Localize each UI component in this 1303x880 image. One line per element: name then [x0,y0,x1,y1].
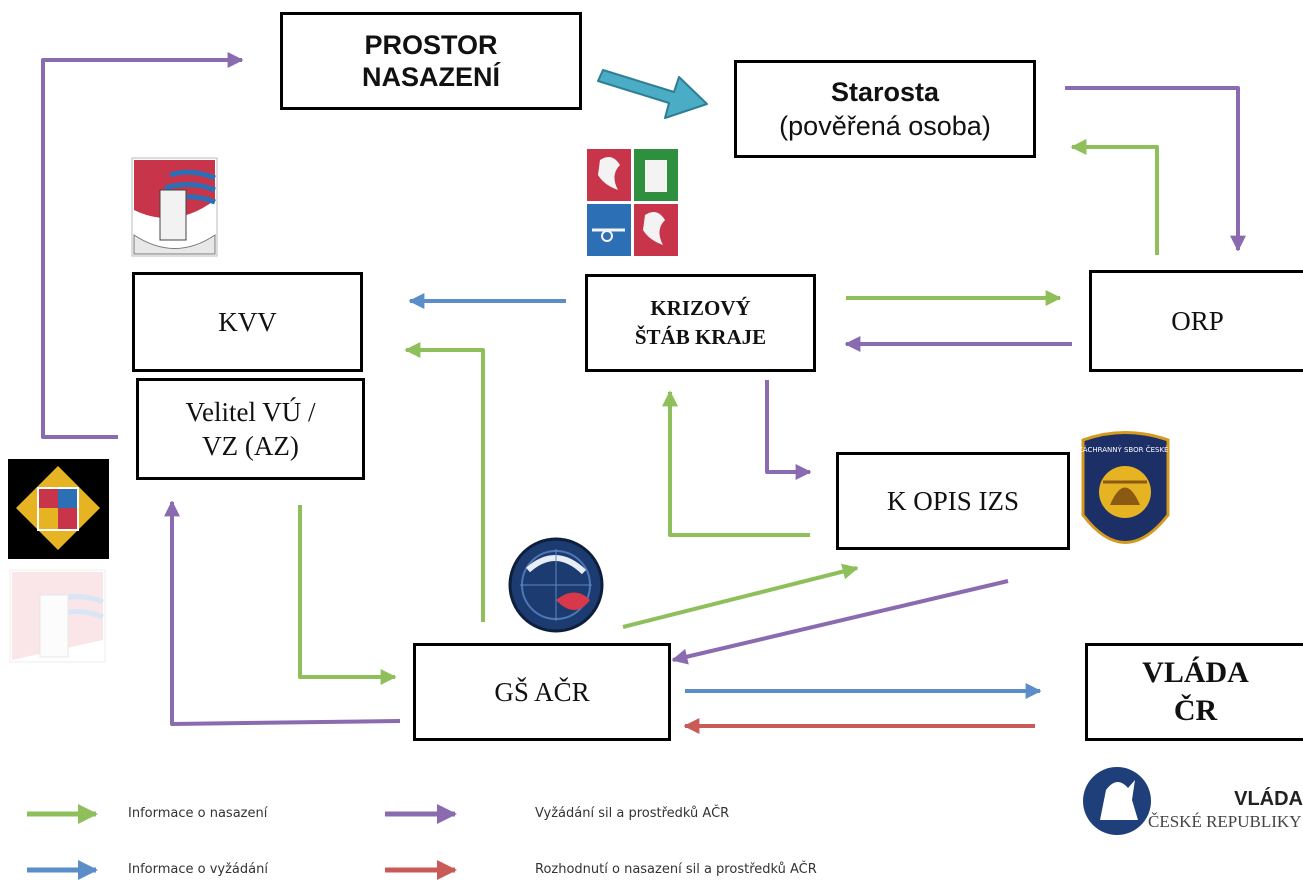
krizovy-stab-kraje-box: KRIZOVÝ ŠTÁB KRAJE [585,274,816,372]
arrow-gs-to-kopis [622,563,859,629]
arrow-krizovy-to-kopis [765,380,812,480]
arrow-kopis-to-gs [671,579,1009,665]
czech-government-lion-icon [1083,767,1151,835]
vlada-line2: ČR [1173,694,1218,727]
big-teal-arrow [597,69,708,119]
velitel-box: Velitel VÚ / VZ (AZ) [136,378,365,480]
hzs-top-text: HASIČSKÝ ZÁCHRANNÝ SBOR ČESKÉ REPUBLIKY [1041,445,1209,454]
prostor-line2: NASAZENÍ [361,62,500,92]
starosta-line1: Starosta [830,77,940,107]
vlada-line1: VLÁDA [1142,656,1249,689]
kvv-label: KVV [218,306,277,337]
government-logo-subtitle: ČESKÉ REPUBLIKY [1148,812,1302,831]
starosta-line2: (pověřená osoba) [779,111,991,141]
k-opis-izs-box: K OPIS IZS [836,452,1070,550]
legend-label-rozhodnuti: Rozhodnutí o nasazení sil a prostředků A… [535,862,817,877]
arrow-gs-to-kvv [404,342,485,622]
arrow-kopis-to-krizovy [662,390,810,537]
gs-label: GŠ AČR [494,676,590,707]
gs-acr-box: GŠ AČR [413,643,671,741]
velitel-line2: VZ (AZ) [202,431,299,461]
krizovy-line2: ŠTÁB KRAJE [634,325,767,349]
orp-label: ORP [1171,305,1224,336]
arrow-gs-to-velitel [164,500,401,726]
legend-label-informace-o-vyzadani: Informace o vyžádání [128,862,268,877]
legend-swatches [27,804,457,880]
kopis-label: K OPIS IZS [886,485,1020,516]
fire-rescue-service-emblem-icon: HASIČSKÝ ZÁCHRANNÝ SBOR ČESKÉ REPUBLIKY [1041,431,1209,544]
government-logo-title: VLÁDA [1234,788,1303,810]
krizovy-line1: KRIZOVÝ [650,296,751,320]
velitel-line1: Velitel VÚ / [185,397,316,427]
kvv-box: KVV [132,272,363,372]
orp-box: ORP [1089,270,1303,372]
prostor-nasazeni-box: PROSTOR NASAZENÍ [280,12,582,110]
ustecky-kraj-coat-of-arms-icon [585,147,680,260]
legend-label-informace-o-nasazeni: Informace o nasazení [128,806,268,821]
geographic-service-emblem-icon [508,537,604,633]
army-emblem-icon [8,459,109,559]
arrow-velitel-to-gs [298,505,397,685]
starosta-box: Starosta (pověřená osoba) [734,60,1036,158]
prostor-line1: PROSTOR [364,30,498,60]
vlada-cr-box: VLÁDA ČR [1085,643,1303,741]
faded-regional-emblem-icon [9,569,106,663]
arrow-velitel-to-prostor [41,52,244,439]
legend-label-vyzadani-sil: Vyžádání sil a prostředků AČR [535,806,730,821]
ustecky-region-emblem-icon [131,157,218,257]
arrow-orp-to-starosta [1070,139,1159,255]
arrow-starosta-to-orp [1065,86,1246,252]
